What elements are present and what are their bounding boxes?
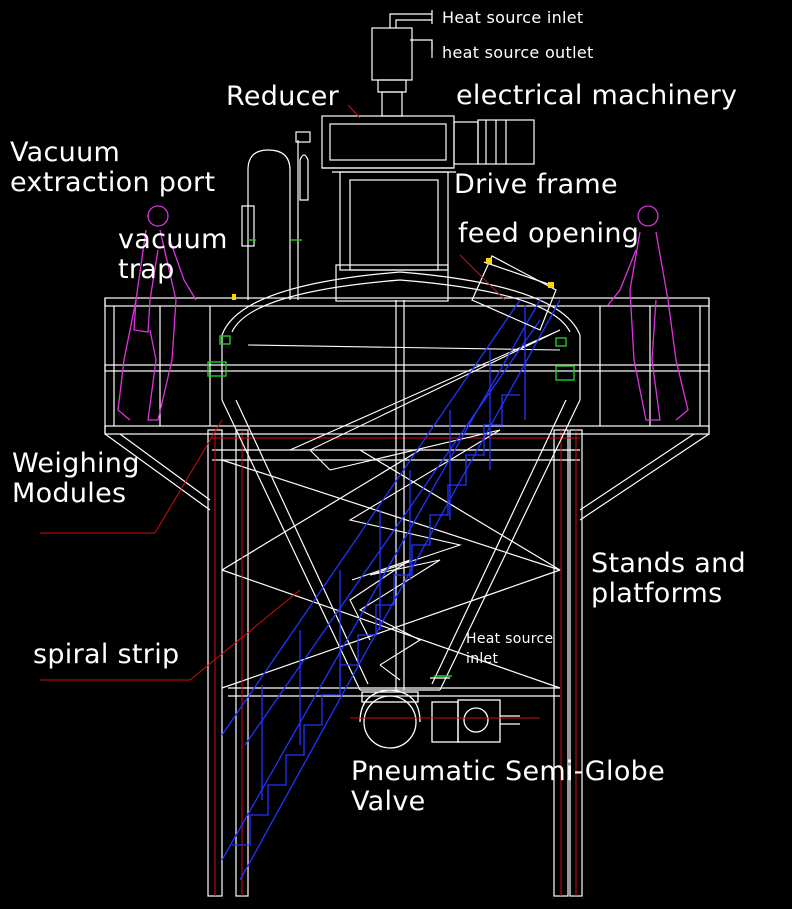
label-line: Weighing	[12, 448, 140, 479]
label-line: platforms	[591, 578, 723, 610]
label-line: trap	[118, 254, 175, 286]
label-vacuum-extraction-port: Vacuum extraction port	[10, 137, 216, 199]
fittings	[207, 239, 575, 677]
label-electrical-machinery: electrical machinery	[456, 80, 738, 111]
leader-lines	[40, 104, 506, 681]
vacuum-trap-column	[241, 131, 311, 300]
label-heat-source-inlet-bottom: Heat source inlet	[466, 629, 553, 670]
label-pneumatic-valve: Pneumatic Semi-Globe Valve	[351, 756, 665, 818]
platform	[104, 297, 710, 521]
label-spiral-strip: spiral strip	[33, 639, 180, 670]
label-weighing-modules: Weighing Modules	[12, 448, 140, 510]
label-line: extraction port	[10, 167, 216, 199]
accent-points	[232, 258, 554, 300]
operator-left	[117, 205, 197, 421]
label-line: Modules	[12, 478, 127, 510]
feed-opening	[471, 255, 557, 331]
label-heat-source-inlet-top: Heat source inlet	[442, 8, 584, 27]
label-drive-frame: Drive frame	[454, 169, 618, 200]
rotary-joint	[371, 10, 433, 117]
label-line: Vacuum	[10, 137, 121, 168]
reducer	[321, 115, 455, 169]
label-reducer: Reducer	[226, 81, 340, 112]
label-feed-opening: feed opening	[458, 218, 640, 249]
pneumatic-valve	[359, 677, 520, 749]
label-line: Valve	[351, 786, 426, 818]
label-line: Stands and	[591, 548, 746, 579]
electric-motor	[453, 119, 535, 165]
stairs	[221, 299, 561, 881]
label-line: inlet	[466, 651, 499, 668]
label-line: Heat source	[466, 631, 554, 647]
label-heat-source-outlet: heat source outlet	[442, 43, 594, 62]
conical-vessel	[221, 271, 581, 691]
label-line: vacuum	[118, 224, 228, 255]
operator-right	[607, 205, 689, 421]
label-line: Pneumatic Semi-Globe	[351, 756, 665, 787]
drive-frame	[332, 171, 456, 302]
label-vacuum-trap: vacuum trap	[118, 224, 228, 286]
label-stands-and-platforms: Stands and platforms	[591, 548, 746, 610]
